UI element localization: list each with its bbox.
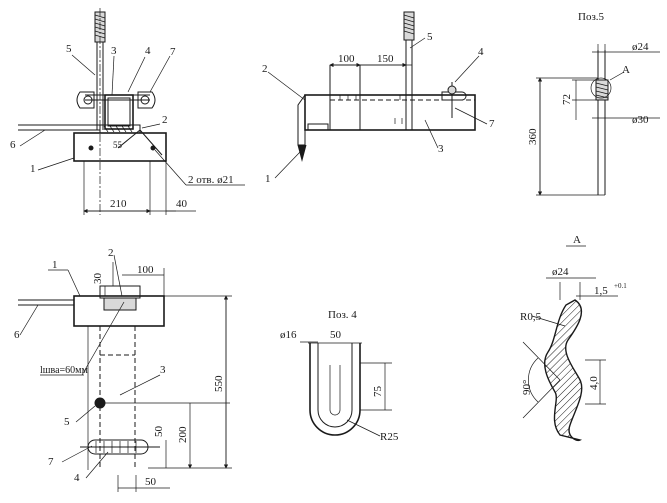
- front-label-7: 7: [170, 46, 176, 58]
- detail-a-dim-1-5: 1,5: [594, 285, 608, 297]
- pos4-dim-50: 50: [330, 329, 342, 341]
- pos4-dim-d16: ø16: [280, 329, 297, 341]
- side-label-1: 1: [265, 173, 271, 185]
- pos5-dim-d24: ø24: [632, 41, 649, 53]
- front-label-2: 2: [162, 114, 168, 126]
- side-label-5: 5: [427, 31, 433, 43]
- pos5-dim-72: 72: [561, 94, 573, 105]
- front-dim-55: 55: [113, 140, 123, 150]
- front-dim-40: 40: [176, 198, 188, 210]
- front-label-3: 3: [111, 45, 117, 57]
- plan-dim-50v: 50: [153, 426, 165, 438]
- pos4-view: Поз. 4 ø16 50 75 R25: [280, 309, 399, 443]
- pos5-dim-d30: ø30: [632, 114, 649, 126]
- pos5-callout-a: А: [622, 64, 630, 76]
- detail-a-title: А: [573, 234, 581, 246]
- pos4-dim-75: 75: [372, 386, 384, 398]
- pos5-dim-360: 360: [527, 128, 539, 145]
- front-label-1: 1: [30, 163, 36, 175]
- plan-label-4: 4: [74, 472, 80, 484]
- side-label-7: 7: [489, 118, 495, 130]
- plan-label-1: 1: [52, 259, 58, 271]
- front-label-4: 4: [145, 45, 151, 57]
- plan-label-5: 5: [64, 416, 70, 428]
- side-dim-150: 150: [377, 53, 394, 65]
- plan-label-2: 2: [108, 247, 114, 259]
- front-dim-210: 210: [110, 198, 127, 210]
- pos5-title: Поз.5: [578, 11, 605, 23]
- pos5-view: Поз.5 360 72 ø24 ø30 А: [527, 11, 660, 196]
- side-label-3: 3: [438, 143, 444, 155]
- plan-dim-100: 100: [137, 264, 154, 276]
- detail-a-dim-tol: +0.1: [614, 282, 627, 290]
- side-view: 100 150 5 4 7 3 2 1: [262, 11, 495, 185]
- plan-weld-note: lшва=60мм: [40, 365, 88, 376]
- front-hole-note: 2 отв. ø21: [188, 174, 234, 186]
- pos4-dim-r25: R25: [380, 431, 399, 443]
- plan-dim-200: 200: [177, 426, 189, 443]
- detail-a-dim-d24: ø24: [552, 266, 569, 278]
- detail-a-dim-r05: R0,5: [520, 311, 542, 323]
- side-label-2: 2: [262, 63, 268, 75]
- plan-dim-30: 30: [92, 273, 104, 285]
- front-view: 210 40 55 5 3 4 7 2 6 1 2 отв. ø21: [10, 8, 245, 215]
- plan-dim-50h: 50: [145, 476, 157, 488]
- plan-dim-550: 550: [213, 375, 225, 392]
- side-dim-100: 100: [338, 53, 355, 65]
- plan-label-3: 3: [160, 364, 166, 376]
- front-label-5: 5: [66, 43, 72, 55]
- detail-a-dim-90: 90°: [521, 380, 533, 395]
- detail-a-dim-4-0: 4,0: [588, 376, 600, 390]
- plan-label-7: 7: [48, 456, 54, 468]
- front-label-6: 6: [10, 139, 16, 151]
- pos4-title: Поз. 4: [328, 309, 357, 321]
- detail-a-view: А ø24 1,5 +0.1 R0,5 90° 4,0: [520, 234, 627, 442]
- plan-label-6: 6: [14, 329, 20, 341]
- plan-view: lшва=60мм 30 100 550 200 50 50: [14, 247, 232, 492]
- side-label-4: 4: [478, 46, 484, 58]
